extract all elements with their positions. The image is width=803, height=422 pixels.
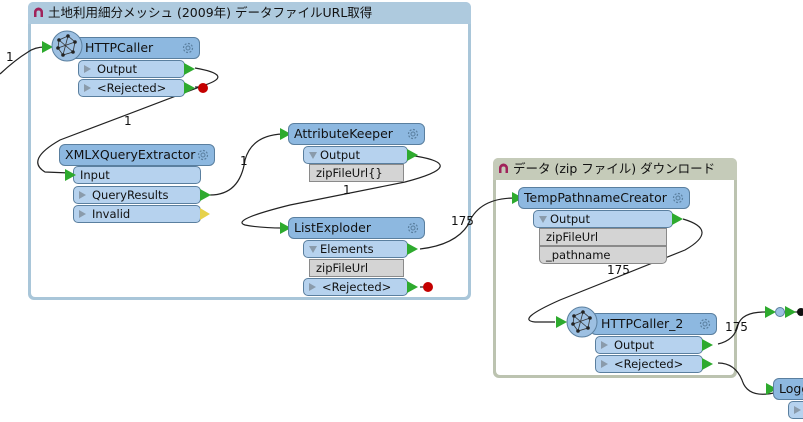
transformer-name: Logg xyxy=(779,381,803,396)
transformer-name: ListExploder xyxy=(294,220,371,235)
transformer-name: HTTPCaller xyxy=(85,40,154,55)
connection-count: 1 xyxy=(343,183,351,197)
bookmark-title: 土地利用細分メッシュ (2009年) データファイルURL取得 xyxy=(48,5,373,20)
expand-icon[interactable] xyxy=(309,283,316,291)
output-port-arrow[interactable] xyxy=(702,339,713,351)
bookmark-header[interactable]: データ (zip ファイル) ダウンロード xyxy=(493,158,737,180)
bookmark-header[interactable]: 土地利用細分メッシュ (2009年) データファイルURL取得 xyxy=(28,2,471,24)
http-globe-icon xyxy=(566,306,598,338)
connection-count: 175 xyxy=(451,214,474,228)
output-port-elements[interactable]: Elements xyxy=(303,240,408,258)
gear-icon[interactable] xyxy=(181,41,195,55)
port-label: Output xyxy=(614,338,654,352)
port-label: <Rejected> xyxy=(614,357,684,371)
collapse-icon[interactable] xyxy=(309,246,317,253)
gear-icon[interactable] xyxy=(406,127,420,141)
transformer-header[interactable]: AttributeKeeper xyxy=(288,123,425,145)
junction-node[interactable] xyxy=(775,307,785,317)
transformer-name: XMLXQueryExtractor xyxy=(65,147,196,162)
port-label: Invalid xyxy=(92,207,131,221)
invalid-port-arrow[interactable] xyxy=(200,208,210,220)
transformer-name: TempPathnameCreator xyxy=(524,190,667,205)
connection-count: 1 xyxy=(240,154,248,168)
expand-icon[interactable] xyxy=(601,360,608,368)
connection-count: 1 xyxy=(6,50,14,64)
input-port-arrow[interactable] xyxy=(42,41,53,53)
output-port-arrow[interactable] xyxy=(702,358,713,370)
bookmark-title: データ (zip ファイル) ダウンロード xyxy=(513,161,716,176)
exposed-attribute: zipFileUrl xyxy=(309,259,404,277)
output-port-arrow[interactable] xyxy=(407,243,418,255)
exposed-attribute: _pathname xyxy=(539,246,667,264)
connection-count: 175 xyxy=(725,320,748,334)
expand-icon[interactable] xyxy=(84,84,91,92)
input-port-arrow[interactable] xyxy=(512,192,523,204)
output-port-output[interactable]: Output xyxy=(303,146,408,164)
output-port-arrow[interactable] xyxy=(184,82,195,94)
gear-icon[interactable] xyxy=(406,221,420,235)
port-label: Input xyxy=(80,168,110,182)
bookmark-icon xyxy=(34,7,43,17)
gear-icon[interactable] xyxy=(698,317,712,331)
input-port[interactable]: Input xyxy=(73,166,201,184)
expand-icon[interactable] xyxy=(601,341,608,349)
port-label: Output xyxy=(550,212,590,226)
gear-icon[interactable] xyxy=(196,148,210,162)
exposed-attribute: zipFileUrl{} xyxy=(309,164,404,182)
collapse-icon[interactable] xyxy=(309,152,317,159)
transformer-header[interactable]: Logg xyxy=(773,378,803,400)
output-port-invalid[interactable]: Invalid xyxy=(73,205,201,223)
port-label: Elements xyxy=(320,242,374,256)
transformer-name: HTTPCaller_2 xyxy=(601,316,684,331)
output-port-arrow[interactable] xyxy=(407,149,418,161)
port-label: Output xyxy=(320,148,360,162)
expand-icon[interactable] xyxy=(84,65,91,73)
exposed-attribute: zipFileUrl xyxy=(539,228,667,246)
expand-icon[interactable] xyxy=(79,191,86,199)
output-port-arrow[interactable] xyxy=(184,63,195,75)
rejected-terminator[interactable] xyxy=(423,282,433,292)
transformer-header[interactable]: HTTPCaller xyxy=(68,37,200,59)
rejected-terminator[interactable] xyxy=(198,83,208,93)
output-port-output[interactable]: Output xyxy=(595,336,703,354)
expand-icon[interactable] xyxy=(79,210,86,218)
http-globe-icon xyxy=(51,30,83,62)
transformer-name: AttributeKeeper xyxy=(294,126,393,141)
port-label: Output xyxy=(97,62,137,76)
output-port-arrow[interactable] xyxy=(200,189,211,201)
transformer-header[interactable]: TempPathnameCreator xyxy=(518,187,690,209)
output-port-arrow[interactable] xyxy=(672,213,683,225)
junction-output-arrow[interactable] xyxy=(785,306,796,318)
output-port-output[interactable]: Output xyxy=(78,60,185,78)
output-port-queryresults[interactable]: QueryResults xyxy=(73,186,201,204)
output-port-output[interactable]: Output xyxy=(533,210,673,228)
port-label: <Rejected> xyxy=(97,81,167,95)
junction-input-arrow[interactable] xyxy=(765,306,776,318)
output-port-rejected[interactable]: <Rejected> xyxy=(78,79,185,97)
transformer-header[interactable]: HTTPCaller_2 xyxy=(590,313,717,335)
output-port-rejected[interactable]: <Rejected> xyxy=(595,355,703,373)
output-port[interactable] xyxy=(788,401,803,419)
transformer-header[interactable]: ListExploder xyxy=(288,217,425,239)
gear-icon[interactable] xyxy=(671,191,685,205)
input-port-arrow[interactable] xyxy=(65,169,76,181)
output-port-rejected[interactable]: <Rejected> xyxy=(303,278,408,296)
input-port-arrow[interactable] xyxy=(280,128,291,140)
output-port-arrow[interactable] xyxy=(407,281,418,293)
collapse-icon[interactable] xyxy=(539,216,547,223)
connection-count: 1 xyxy=(124,114,132,128)
connection-count: 175 xyxy=(607,263,630,277)
connection-endpoint xyxy=(797,308,803,316)
expand-icon[interactable] xyxy=(794,406,801,414)
transformer-header[interactable]: XMLXQueryExtractor xyxy=(59,144,215,166)
port-label: QueryResults xyxy=(92,188,169,202)
bookmark-icon xyxy=(499,163,508,173)
port-label: <Rejected> xyxy=(322,280,392,294)
